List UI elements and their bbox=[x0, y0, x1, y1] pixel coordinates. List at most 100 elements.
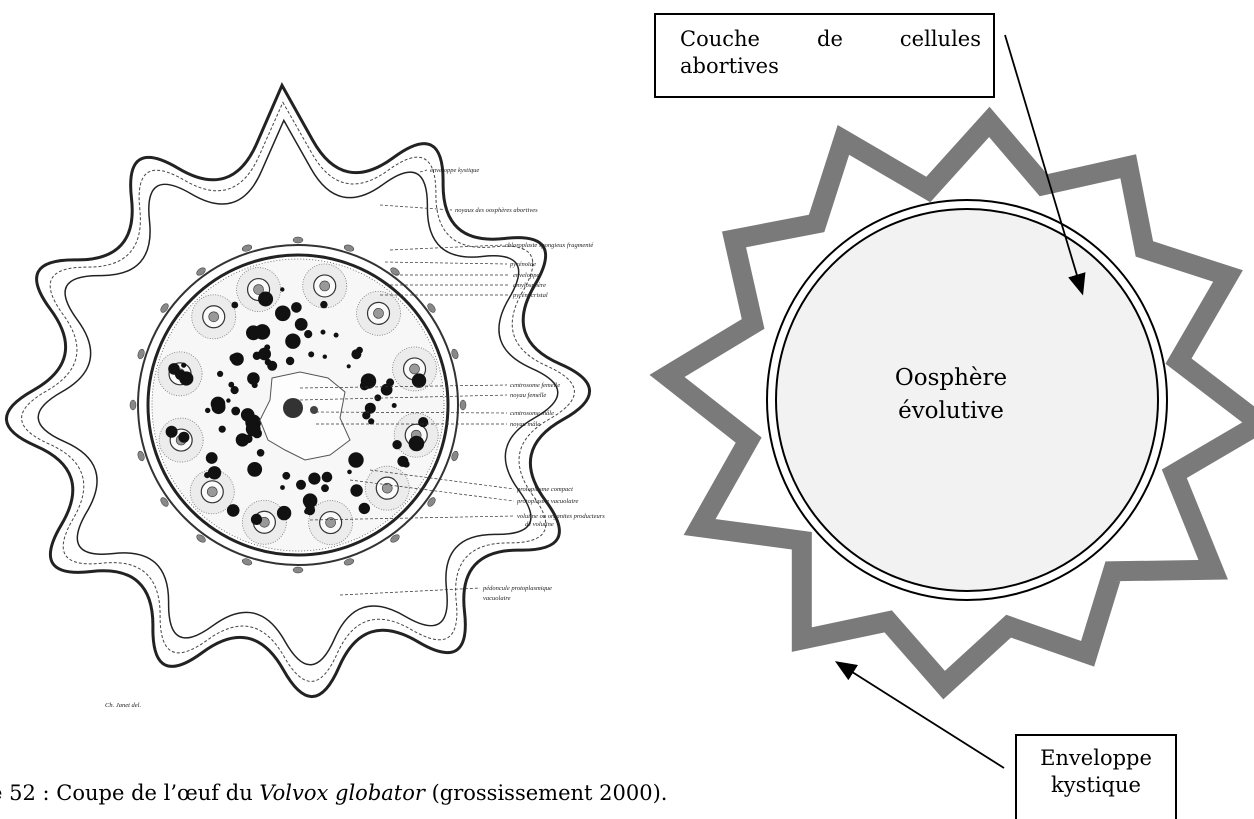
volutin-granule bbox=[231, 301, 239, 309]
abortive-nucleus bbox=[137, 450, 145, 462]
caption-prefix: re 52 : Coupe de l’œuf du bbox=[0, 781, 260, 805]
volutin-granule bbox=[401, 458, 406, 464]
drawing-label: protoplasme compact bbox=[516, 486, 573, 493]
abortive-nucleus bbox=[241, 244, 253, 252]
volutin-granule bbox=[352, 485, 359, 492]
abortive-cell bbox=[236, 267, 281, 312]
volutin-granule bbox=[408, 435, 425, 452]
volutin-granule bbox=[210, 396, 226, 412]
drawing-label: pédoncule protoplasmique bbox=[482, 585, 552, 592]
volutin-granule bbox=[256, 449, 265, 457]
abortive-cell bbox=[356, 290, 401, 336]
volutin-granule bbox=[204, 472, 211, 479]
drawing-label: pyrénocristal bbox=[512, 292, 548, 299]
volutin-granule bbox=[168, 363, 180, 375]
pyrenocristal bbox=[253, 284, 264, 295]
volutin-granule bbox=[244, 434, 253, 444]
arrow-to-abortive-layer bbox=[1004, 34, 1086, 296]
volutin-granule bbox=[296, 479, 306, 490]
volutin-granule bbox=[364, 402, 376, 414]
pyrenocristal bbox=[381, 482, 393, 494]
volutin-granule bbox=[205, 452, 218, 464]
pyrenocristal bbox=[206, 486, 218, 498]
volutin-granule bbox=[240, 408, 255, 422]
drawing-label: enveloppe kystique bbox=[430, 167, 479, 174]
leader-line bbox=[299, 394, 508, 401]
artist-signature: Ch. Janet del. bbox=[105, 702, 141, 709]
abortive-cell bbox=[191, 294, 237, 340]
drawing-label: amylosphère bbox=[513, 282, 546, 289]
volvox-egg-drawing: enveloppe kystique noyaux des oosphères a… bbox=[5, 82, 605, 709]
volutin-granule bbox=[347, 469, 352, 475]
abortive-nucleus bbox=[160, 497, 169, 507]
drawing-label: centrosome femelle bbox=[510, 382, 560, 389]
drawing-label: volutine ou organites producteurs bbox=[517, 513, 605, 520]
abortive-cell bbox=[302, 263, 348, 309]
volutin-granule bbox=[264, 358, 272, 366]
volutin-granule bbox=[165, 425, 178, 438]
drawing-label: noyau femelle bbox=[510, 392, 546, 399]
cyst-envelope-star bbox=[649, 106, 1254, 700]
drawing-labels: enveloppe kystique noyaux des oosphères a… bbox=[430, 167, 605, 602]
label-abortive-line1: Couche de cellules bbox=[680, 26, 981, 53]
volutin-granule bbox=[276, 505, 292, 521]
label-box-cyst-envelope: Enveloppe kystique bbox=[1015, 734, 1177, 819]
leader-line bbox=[299, 384, 508, 389]
drawing-label: noyaux des oosphères abortives bbox=[455, 207, 538, 214]
drawing-label: vacuolaire bbox=[483, 595, 511, 602]
volutin-granule bbox=[320, 300, 328, 309]
abortive-cells-layer bbox=[137, 244, 459, 566]
cyst-envelope-outer bbox=[5, 82, 591, 698]
abortive-cell bbox=[364, 465, 410, 511]
volutin-granule bbox=[368, 418, 375, 425]
abortive-nucleus bbox=[129, 399, 137, 411]
label-abortive-line2: abortives bbox=[680, 54, 779, 78]
volutin-granule bbox=[294, 318, 308, 331]
male-nucleus bbox=[310, 406, 318, 414]
drawing-label: enveloppe bbox=[513, 272, 539, 279]
pyrenocristal bbox=[325, 517, 336, 528]
pyrenocristal bbox=[208, 311, 220, 323]
volutin-granule bbox=[254, 324, 271, 340]
leader-line bbox=[369, 469, 515, 490]
leader-line bbox=[389, 244, 503, 251]
volutin-granule bbox=[418, 417, 429, 428]
oosphere-label-line2: évolutive bbox=[898, 398, 1004, 424]
volutin-granule bbox=[302, 493, 318, 509]
pyrenocristal bbox=[319, 280, 331, 292]
oosphere-label-line1: Oosphère bbox=[895, 365, 1007, 391]
volutin-granule bbox=[280, 287, 285, 292]
volutin-granule bbox=[250, 513, 263, 526]
abortive-nucleus bbox=[137, 348, 145, 360]
abortive-nucleus bbox=[292, 236, 304, 244]
oosphere-circle bbox=[775, 208, 1159, 592]
leader-line bbox=[384, 261, 508, 265]
egg-membrane bbox=[146, 253, 450, 557]
abortive-nucleus bbox=[451, 348, 459, 360]
volutin-granule bbox=[308, 472, 321, 485]
leader-line bbox=[379, 204, 453, 211]
volutin-granule bbox=[258, 291, 274, 307]
volutin-granule bbox=[360, 373, 377, 389]
abortive-nucleus bbox=[427, 303, 436, 313]
abortive-nucleus bbox=[343, 244, 355, 252]
volutin-granule bbox=[245, 421, 261, 437]
volutin-granule bbox=[205, 407, 211, 414]
volutin-granule bbox=[217, 370, 224, 377]
volutin-granule bbox=[386, 378, 395, 387]
volutin-granule bbox=[351, 349, 362, 360]
leader-line bbox=[349, 479, 515, 502]
drawing-label: de volutine bbox=[525, 521, 554, 528]
label-cyst-line1: Enveloppe bbox=[1040, 746, 1152, 770]
volutin-granule bbox=[305, 505, 316, 516]
drawing-label: noyau mâle bbox=[510, 421, 540, 428]
volutin-granule bbox=[346, 364, 351, 369]
volutin-granule bbox=[333, 332, 339, 338]
volutin-granule bbox=[247, 372, 260, 385]
abortive-nucleus bbox=[427, 497, 436, 507]
volutin-granule bbox=[392, 440, 402, 450]
volutin-granule bbox=[380, 383, 393, 396]
label-leader-lines bbox=[299, 169, 515, 596]
female-nucleus bbox=[283, 398, 303, 418]
